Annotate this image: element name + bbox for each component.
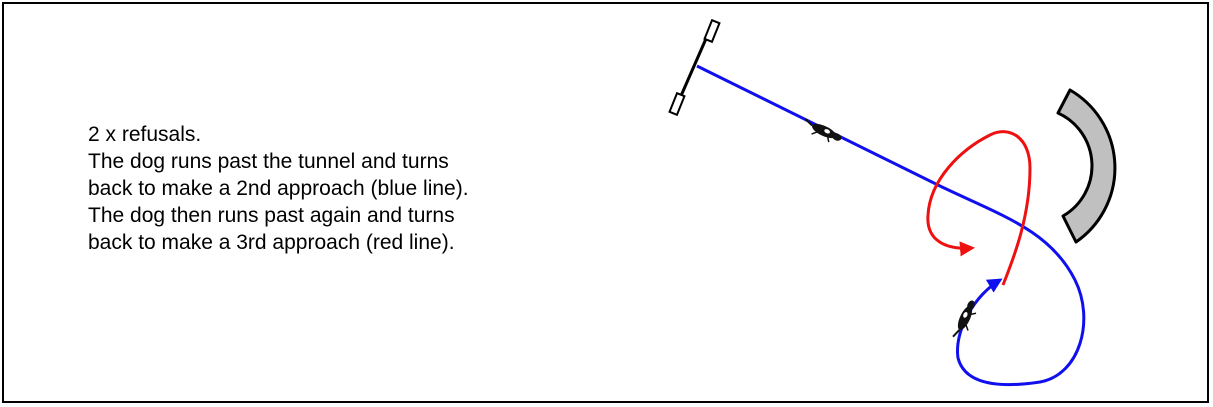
red-path	[926, 130, 1032, 286]
blue-path	[696, 64, 1086, 387]
caption-text: 2 x refusals. The dog runs past the tunn…	[88, 121, 648, 256]
caption-line-5: back to make a 3rd approach (red line).	[88, 231, 455, 254]
dog-icon	[804, 118, 842, 143]
caption-line-3: back to make a 2nd approach (blue line).	[88, 177, 469, 200]
jump-bar-icon	[668, 18, 721, 117]
caption-line-1: 2 x refusals.	[88, 123, 202, 146]
dog-icon	[952, 300, 977, 338]
caption-line-2: The dog runs past the tunnel and turns	[88, 150, 449, 173]
caption-line-4: The dog then runs past again and turns	[88, 204, 455, 227]
tunnel-icon	[1056, 88, 1117, 244]
